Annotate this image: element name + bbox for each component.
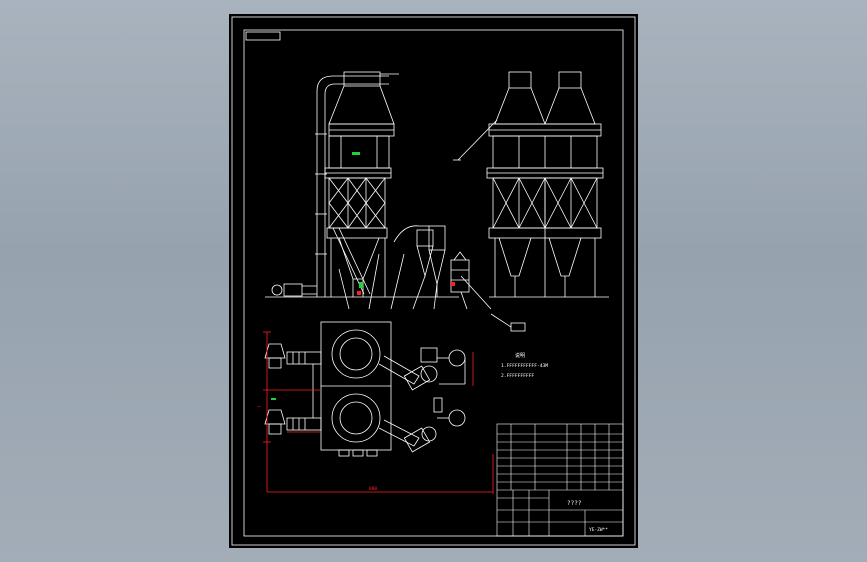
plan-view xyxy=(264,321,466,457)
cad-drawing-sheet: 说明 1.FFFFFFFFFFF-43M 2.FFFFFFFFFF ???? Y… xyxy=(229,14,638,548)
drawing-number: YE-ZW** xyxy=(589,527,608,533)
green-markers xyxy=(271,152,363,400)
cad-drawing: 说明 1.FFFFFFFFFFF-43M 2.FFFFFFFFFF ???? Y… xyxy=(231,16,636,546)
note-line-2: 2.FFFFFFFFFF xyxy=(501,373,534,379)
right-tower-elevation xyxy=(486,71,604,297)
note-line-1: 1.FFFFFFFFFFF-43M xyxy=(501,363,548,369)
outer-border xyxy=(231,16,636,546)
middle-cyclone-group xyxy=(393,225,470,297)
dimension-width-label: 880 xyxy=(369,486,377,492)
red-markers xyxy=(357,282,455,295)
left-tower-elevation xyxy=(271,71,399,297)
notes-heading: 说明 xyxy=(515,352,525,359)
bill-of-materials-table xyxy=(496,423,624,537)
title-block-label: ???? xyxy=(567,500,582,507)
dimension-height-label: ? xyxy=(257,405,262,408)
inner-frame xyxy=(243,29,624,537)
tag-box-top-left xyxy=(245,31,281,41)
dimension-lines xyxy=(263,331,494,494)
part-leaders xyxy=(338,253,526,332)
callout-leader xyxy=(457,119,498,161)
